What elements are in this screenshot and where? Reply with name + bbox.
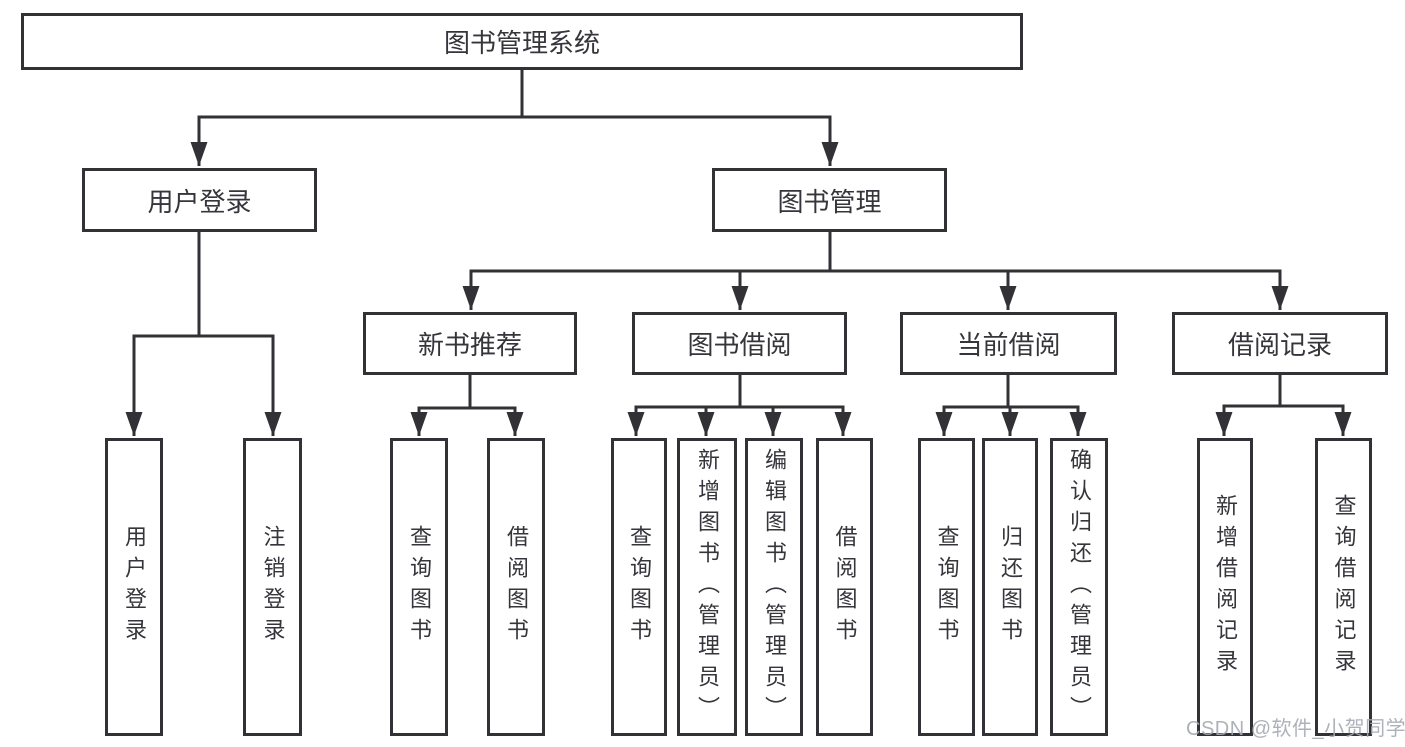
node-root: 图书管理系统 [21, 13, 1023, 70]
leaf-add-book-admin: 新增图书（管理员） [677, 438, 737, 736]
leaf-return-book: 归还图书 [982, 438, 1038, 736]
node-book-management: 图书管理 [712, 168, 947, 232]
node-current-borrow: 当前借阅 [900, 312, 1117, 375]
leaf-query-book-recommend: 查询图书 [390, 438, 448, 736]
node-book-borrow: 图书借阅 [632, 312, 847, 375]
connector-group [125, 70, 1352, 436]
leaf-user-login: 用户登录 [105, 438, 163, 736]
node-borrow-records: 借阅记录 [1172, 312, 1388, 375]
leaf-add-borrow-record: 新增借阅记录 [1197, 438, 1253, 736]
leaf-query-borrow-record: 查询借阅记录 [1315, 438, 1372, 736]
node-user-login: 用户登录 [82, 168, 317, 232]
leaf-borrow-book: 借阅图书 [816, 438, 873, 736]
leaf-borrow-book-recommend: 借阅图书 [487, 438, 545, 736]
leaf-confirm-return-admin: 确认归还（管理员） [1050, 438, 1108, 736]
leaf-query-book-borrow: 查询图书 [611, 438, 667, 736]
leaf-query-book-current: 查询图书 [918, 438, 975, 736]
leaf-edit-book-admin: 编辑图书（管理员） [745, 438, 803, 736]
leaf-logout: 注销登录 [243, 438, 302, 736]
node-new-book-recommend: 新书推荐 [363, 312, 577, 375]
